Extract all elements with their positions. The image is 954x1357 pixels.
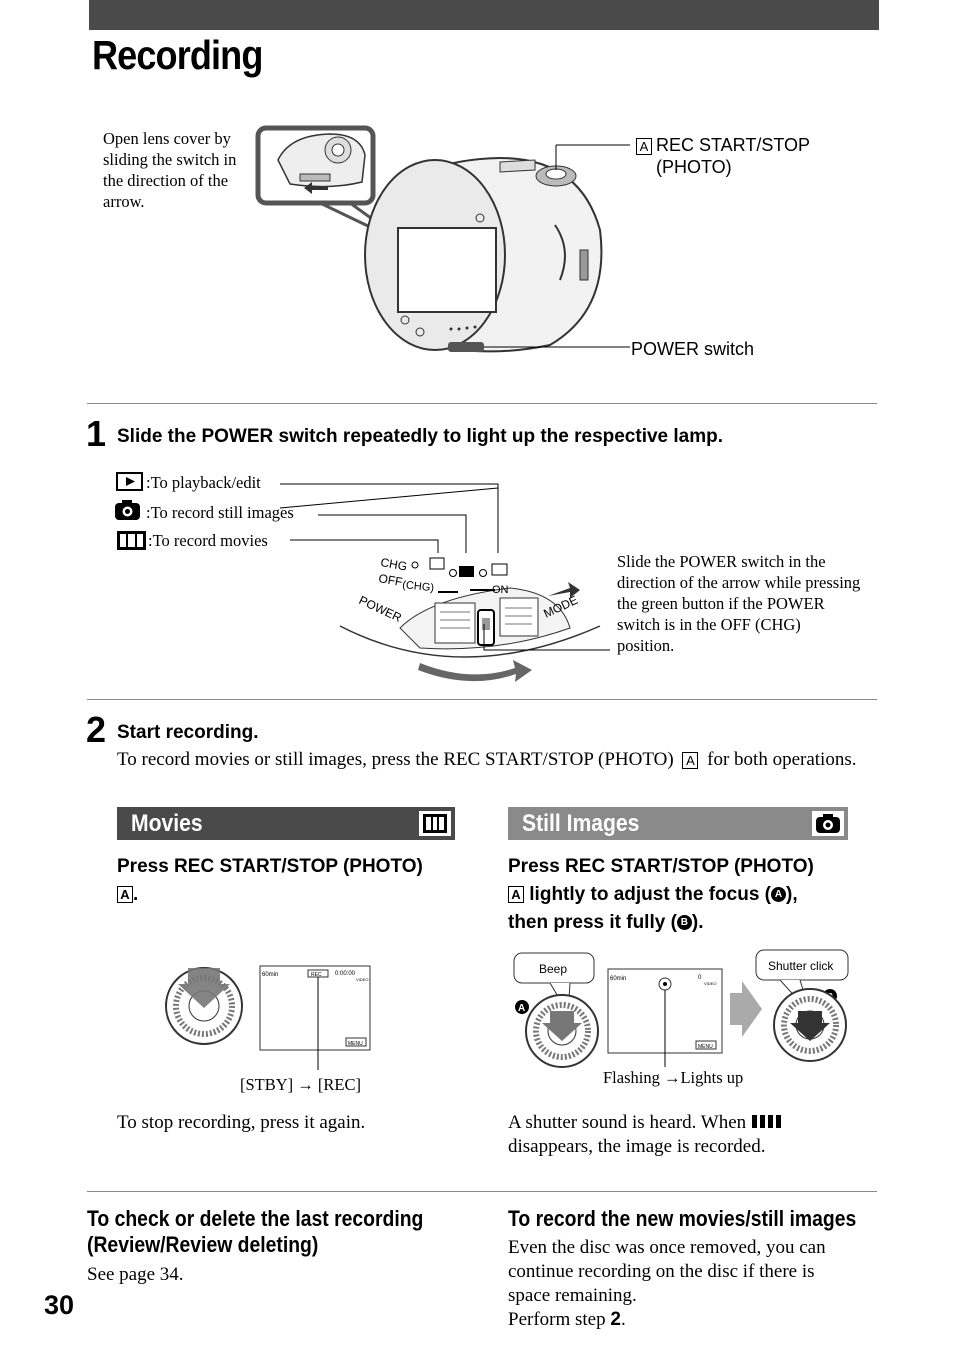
camera-icon	[812, 811, 844, 836]
review-heading-line2: (Review/Review deleting)	[87, 1232, 319, 1257]
step-2-title: Start recording.	[117, 722, 259, 743]
movies-bar: Movies	[117, 807, 455, 840]
step-2-body: To record movies or still images, press …	[117, 748, 857, 772]
still-instruction: Press REC START/STOP (PHOTO) A lightly t…	[508, 853, 853, 937]
dial-off-text: OFF	[377, 571, 403, 589]
still-lcd-menu: MENU	[698, 1044, 713, 1050]
still-lcd-count: 0	[698, 975, 702, 981]
label-a-box: A	[682, 752, 699, 770]
still-instruction-line1: Press REC START/STOP (PHOTO)	[508, 856, 814, 877]
camcorder-illustration	[255, 125, 630, 353]
review-heading: To check or delete the last recording (R…	[87, 1206, 423, 1258]
power-switch-illustration: CHG OFF (CHG) POWER ON MODE	[279, 483, 610, 682]
playback-label: :To playback/edit	[146, 473, 261, 492]
new-recording-line4-post: .	[620, 1309, 626, 1330]
still-lcd-video: VIDEO	[704, 981, 716, 986]
divider	[87, 1191, 877, 1192]
dial-off-chg-text: (CHG)	[402, 579, 435, 594]
still-images-bar-label: Still Images	[522, 810, 640, 837]
movies-illustration: 60min REC 0:00:00 VIDEO MENU	[165, 965, 371, 1070]
still-images-bar: Still Images	[508, 807, 848, 840]
label-a-box: A	[636, 137, 652, 155]
lens-cover-note: Open lens cover by sliding the switch in…	[103, 129, 237, 211]
lcd-time: 0:00:00	[335, 971, 356, 977]
new-recording-step: 2	[610, 1309, 621, 1330]
still-label: :To record still images	[146, 503, 294, 522]
still-instruction-line3b: ).	[691, 912, 704, 933]
shutter-click-text: Shutter click	[768, 959, 834, 973]
page-number: 30	[44, 1290, 75, 1320]
divider	[87, 403, 877, 404]
step-2-body-post: for both operations.	[707, 749, 857, 770]
movies-instruction-text: Press REC START/STOP (PHOTO)	[117, 856, 423, 877]
page-title: Recording	[92, 32, 263, 78]
still-note-pre: A shutter sound is heard. When	[508, 1112, 747, 1133]
step-1-number: 1	[86, 413, 107, 454]
new-recording-line1: Even the disc was once removed, you can	[508, 1237, 826, 1258]
camera-icon	[115, 500, 140, 520]
movie-icon	[419, 811, 451, 836]
still-instruction-line2b: ),	[786, 884, 798, 905]
lcd-menu: MENU	[348, 1041, 363, 1047]
circle-b-icon: B	[676, 915, 692, 931]
still-instruction-line3a: then press it fully (	[508, 912, 677, 933]
lcd-remaining: 60min	[262, 972, 278, 978]
header-bar	[89, 0, 879, 30]
movies-instruction: Press REC START/STOP (PHOTO) A.	[117, 856, 423, 905]
step-2-body-pre: To record movies or still images, press …	[117, 749, 674, 770]
callout-rec-start-stop: A	[636, 134, 652, 156]
still-caption: Flashing →Lights up	[603, 1068, 744, 1087]
movie-label: :To record movies	[148, 531, 268, 550]
marker-a-text: A	[518, 1003, 525, 1014]
still-note: A shutter sound is heard. When disappear…	[508, 1111, 853, 1159]
step-1-title: Slide the POWER switch repeatedly to lig…	[117, 426, 724, 447]
step-2-number: 2	[86, 709, 107, 750]
new-recording-line4-pre: Perform step	[508, 1309, 606, 1330]
callout-power-switch: POWER switch	[631, 339, 755, 359]
review-body: See page 34.	[87, 1264, 184, 1285]
dial-on-text: ON	[492, 584, 509, 596]
review-heading-line1: To check or delete the last recording	[87, 1206, 424, 1231]
playback-icon	[116, 472, 143, 491]
still-instruction-line2a: lightly to adjust the focus (	[529, 884, 772, 905]
movies-stop-note: To stop recording, press it again.	[117, 1112, 366, 1133]
lcd-video: VIDEO	[356, 977, 368, 982]
beep-text: Beep	[539, 962, 567, 976]
new-recording-heading: To record the new movies/still images	[508, 1206, 857, 1231]
new-recording-body: Even the disc was once removed, you can …	[508, 1236, 868, 1332]
switch-note: Slide the POWER switch in the direction …	[617, 552, 861, 655]
dial-chg-text: CHG	[379, 555, 408, 573]
label-a-box: A	[508, 886, 524, 904]
divider	[87, 699, 877, 700]
dial-power-text: POWER	[357, 593, 404, 625]
new-recording-line3: space remaining.	[508, 1285, 637, 1306]
lcd-rec: REC	[311, 972, 322, 978]
label-a-box: A	[117, 886, 133, 904]
still-images-illustration: Beep Shutter click A 60min 0 VIDEO MENU …	[513, 949, 849, 1068]
new-recording-line2: continue recording on the disc if there …	[508, 1261, 815, 1282]
movie-icon	[117, 531, 146, 550]
callout-rec-start-stop-text: REC START/STOP (PHOTO)	[656, 135, 810, 177]
movies-bar-label: Movies	[131, 810, 203, 837]
circle-a-icon: A	[771, 887, 787, 903]
recording-bars-icon	[751, 1115, 781, 1128]
still-lcd-remaining: 60min	[610, 976, 626, 982]
movies-caption: [STBY] → [REC]	[240, 1075, 361, 1094]
still-note-post: disappears, the image is recorded.	[508, 1136, 766, 1157]
